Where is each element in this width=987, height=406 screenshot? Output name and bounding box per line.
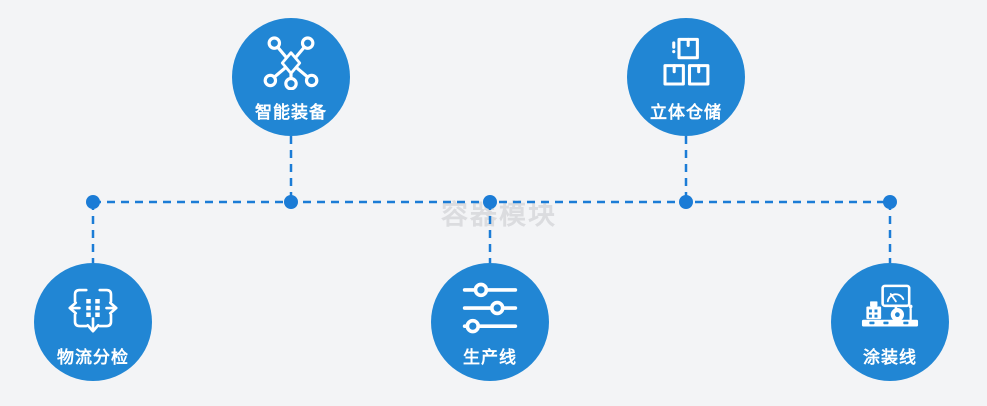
node-logistics-sorting: 物流分检	[34, 263, 152, 381]
sort-distribute-icon	[68, 288, 118, 333]
node-label: 生产线	[463, 347, 517, 367]
node-production-line: 生产线	[431, 263, 549, 381]
node-label: 立体仓储	[650, 102, 722, 122]
junction-dot	[883, 195, 897, 209]
node-label: 涂装线	[863, 347, 917, 367]
network-nodes-icon	[263, 35, 319, 90]
junction-dot	[483, 195, 497, 209]
junction-dot	[679, 195, 693, 209]
node-coating-line: 涂装线	[831, 263, 949, 381]
sliders-icon	[462, 282, 518, 333]
coating-machine-icon	[861, 284, 919, 326]
node-label: 物流分检	[57, 347, 129, 367]
junction-dot	[86, 195, 100, 209]
junction-dot	[284, 195, 298, 209]
node-label: 智能装备	[255, 102, 327, 122]
node-smart-equipment: 智能装备	[232, 18, 350, 136]
stacked-boxes-icon	[663, 37, 710, 86]
watermark-text: 容器模块	[441, 200, 557, 230]
node-stereoscopic-warehouse: 立体仓储	[627, 18, 745, 136]
